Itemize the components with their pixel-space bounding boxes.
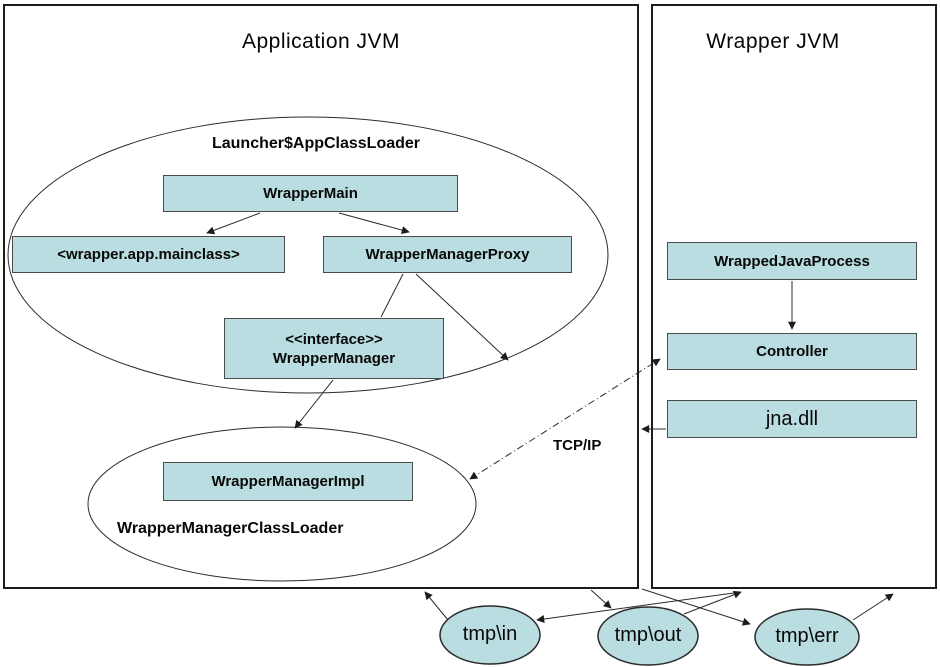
tmp-err-ellipse <box>754 608 860 666</box>
wrappermanagerimpl-box: WrapperManagerImpl <box>163 462 413 501</box>
tcpip-label: TCP/IP <box>553 437 602 454</box>
wrappermanagerproxy-box: WrapperManagerProxy <box>323 236 572 273</box>
jna-dll-box: jna.dll <box>667 400 917 438</box>
tmp-out-label: tmp\out <box>614 624 682 646</box>
tmp-out-ellipse <box>597 606 699 666</box>
wrapper-jvm-title: Wrapper JVM <box>706 30 840 53</box>
line-proxy-to-interface <box>380 273 404 318</box>
arrow-tcpip-link <box>469 358 661 480</box>
launcher-appclassloader-label: Launcher$AppClassLoader <box>211 135 421 152</box>
arrow-application-jvm-to-tmp-err <box>641 588 751 626</box>
tmp-err-label: tmp\err <box>775 625 839 647</box>
wrapper-jvm-container <box>651 4 937 589</box>
arrow-wrappermain-to-mainclass <box>206 212 261 235</box>
application-jvm-title: Application JVM <box>241 30 401 53</box>
arrow-wrappermain-to-proxy <box>338 212 410 234</box>
arrow-proxy-to-ellipse-edge <box>415 273 509 361</box>
launcher-appclassloader-ellipse <box>7 116 609 394</box>
wrappermanager-interface-box: <<interface>> WrapperManager <box>224 318 444 379</box>
arrow-tmp-in-to-application-jvm <box>424 591 449 621</box>
interface-name: WrapperManager <box>272 349 396 367</box>
wrappermanager-classloader-ellipse <box>87 426 477 582</box>
wrappedjavaprocess-box: WrappedJavaProcess <box>667 242 917 280</box>
arrow-tmp-out-to-wrapper-jvm <box>683 590 742 615</box>
tmp-in-label: tmp\in <box>462 623 518 645</box>
wrapper-app-mainclass-box: <wrapper.app.mainclass> <box>12 236 285 273</box>
arrow-wrapper-jvm-to-tmp-in <box>536 591 742 623</box>
interface-stereotype: <<interface>> <box>285 330 383 348</box>
wrappermanager-classloader-label: WrapperManagerClassLoader <box>117 520 344 537</box>
arrow-interface-to-impl-ellipse <box>294 379 334 429</box>
arrow-tmp-err-to-wrapper-jvm <box>852 593 894 621</box>
controller-box: Controller <box>667 333 917 370</box>
arrow-application-jvm-to-tmp-out <box>590 589 612 609</box>
wrappermain-box: WrapperMain <box>163 175 458 212</box>
tmp-in-ellipse <box>439 605 541 665</box>
application-jvm-container <box>3 4 639 589</box>
